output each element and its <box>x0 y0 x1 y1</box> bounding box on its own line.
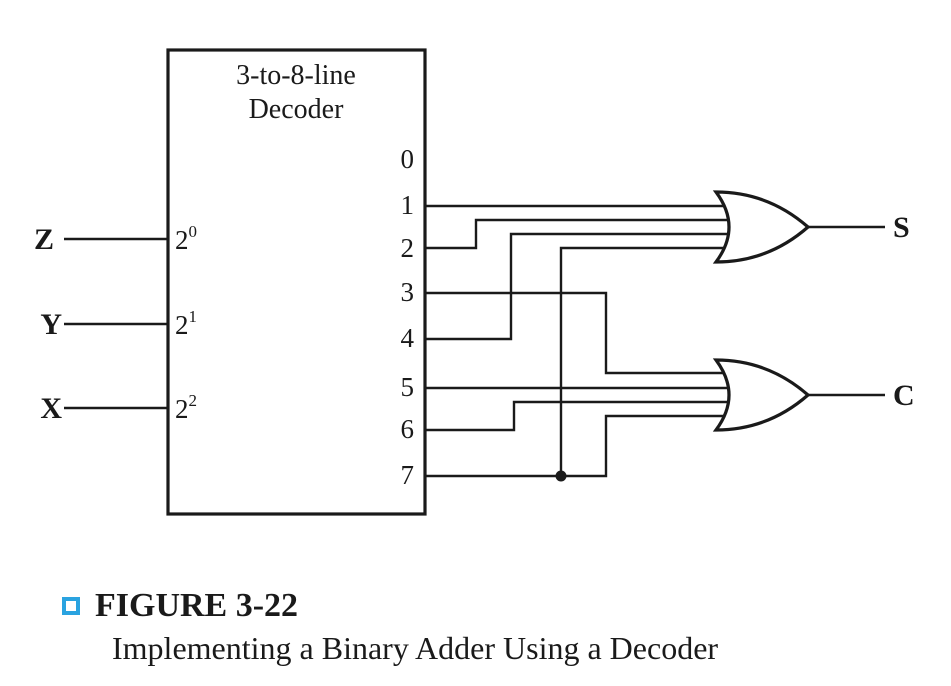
input-label-z: Z <box>34 223 54 256</box>
decoder-title-line2: Decoder <box>249 94 345 125</box>
wire-out6-to-c <box>425 400 730 432</box>
output-pin-5: 5 <box>401 372 415 402</box>
wire-out3-to-c <box>425 291 730 375</box>
output-pin-1: 1 <box>401 190 415 220</box>
figure-square-icon <box>62 597 80 615</box>
pin-base: 2 <box>175 394 189 424</box>
output-pin-2: 2 <box>401 233 415 263</box>
pin-exponent: 2 <box>189 391 198 410</box>
wire-out7-to-s <box>559 246 730 476</box>
output-label-s: S <box>893 211 910 244</box>
input-pin-2-2: 22 <box>175 391 197 424</box>
input-label-y: Y <box>40 308 62 341</box>
figure-label: FIGURE 3-22 <box>95 587 299 624</box>
wire-out4-to-s <box>425 232 730 341</box>
wire-out2-to-s <box>425 218 730 250</box>
figure-description: Implementing a Binary Adder Using a Deco… <box>112 630 719 666</box>
figure-caption: FIGURE 3-22 Implementing a Binary Adder … <box>62 587 719 667</box>
pin-base: 2 <box>175 310 189 340</box>
output-pin-3: 3 <box>401 277 415 307</box>
input-pin-2-0: 20 <box>175 222 197 255</box>
decoder-title-line1: 3-to-8-line <box>236 60 356 91</box>
figure-label-row: FIGURE 3-22 <box>62 587 718 624</box>
input-pin-2-1: 21 <box>175 307 197 340</box>
output-pin-4: 4 <box>401 323 415 353</box>
pin-exponent: 1 <box>189 307 198 326</box>
or-gate-c <box>712 358 811 432</box>
pin-exponent: 0 <box>189 222 198 241</box>
output-pin-6: 6 <box>401 414 415 444</box>
output-pin-7: 7 <box>401 460 415 490</box>
input-label-x: X <box>40 392 62 425</box>
output-pin-0: 0 <box>401 144 415 174</box>
output-label-c: C <box>893 379 915 412</box>
junction-dot <box>555 470 567 482</box>
or-gate-s <box>712 190 811 264</box>
wire-out7-to-c <box>425 414 730 478</box>
pin-base: 2 <box>175 225 189 255</box>
decoder-box <box>166 48 427 516</box>
